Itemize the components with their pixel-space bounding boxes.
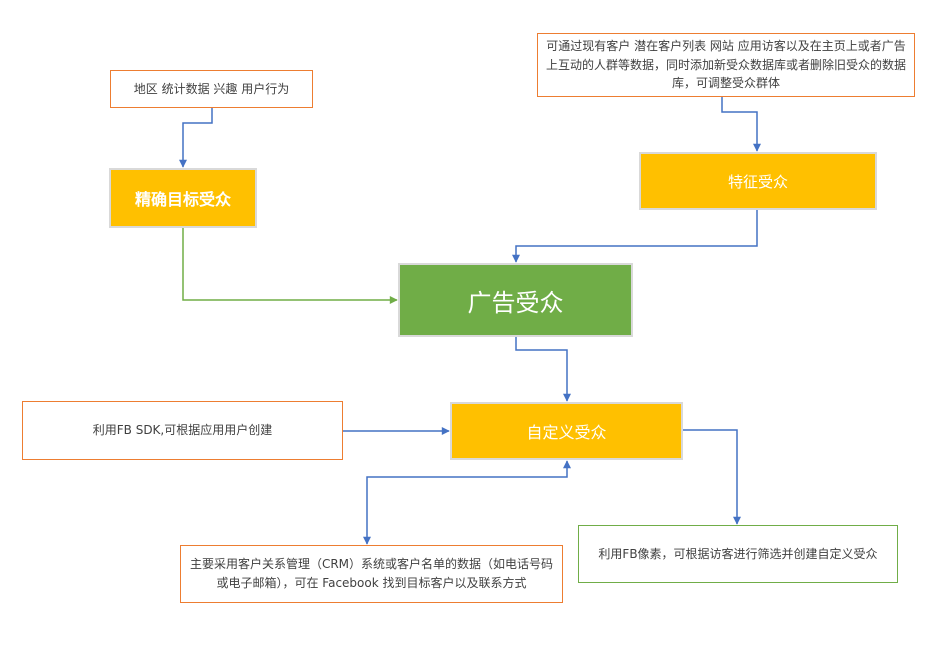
connector-feature-to-ad — [512, 210, 758, 263]
connector-existing-to-feature — [721, 97, 761, 152]
connector-region-to-precise — [179, 108, 213, 168]
node-feature-audience: 特征受众 — [639, 152, 877, 210]
node-ad-audience: 广告受众 — [398, 263, 633, 337]
node-precise-target-audience: 精确目标受众 — [109, 168, 257, 228]
node-fb-pixel-description: 利用FB像素，可根据访客进行筛选并创建自定义受众 — [578, 525, 898, 583]
connector-precise-to-ad — [182, 228, 398, 304]
connector-ad-to-custom — [515, 337, 571, 402]
node-existing-customers-description: 可通过现有客户 潜在客户列表 网站 应用访客以及在主页上或者广告上互动的人群等数… — [537, 33, 915, 97]
connector-custom-to-fbpixel — [683, 429, 741, 525]
connector-custom-to-crm — [363, 460, 571, 545]
node-crm-description: 主要采用客户关系管理（CRM）系统或客户名单的数据（如电话号码或电子邮箱），可在… — [180, 545, 563, 603]
node-fb-sdk-description: 利用FB SDK,可根据应用用户创建 — [22, 401, 343, 460]
node-region-stats-interests-behavior: 地区 统计数据 兴趣 用户行为 — [110, 70, 313, 108]
node-custom-audience: 自定义受众 — [450, 402, 683, 460]
